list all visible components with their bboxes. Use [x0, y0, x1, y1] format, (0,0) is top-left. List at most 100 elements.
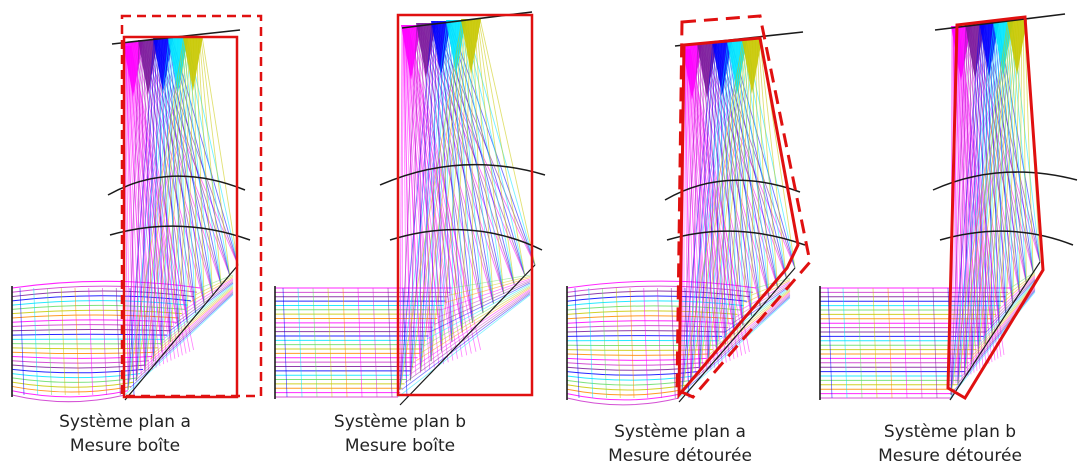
ray: [740, 281, 791, 311]
ray: [471, 18, 474, 323]
ray: [686, 48, 712, 370]
ray: [957, 29, 993, 363]
ray: [430, 282, 531, 332]
ray: [102, 287, 107, 396]
ray: [406, 28, 458, 359]
ray: [144, 37, 173, 371]
ray: [399, 24, 403, 391]
ray: [690, 40, 715, 383]
ray: [694, 293, 791, 377]
ray: [144, 35, 188, 371]
ray: [459, 19, 494, 304]
caption-system: Système plan a: [59, 412, 191, 432]
ray: [47, 287, 52, 396]
ray: [688, 48, 743, 356]
measure-outline-dashed: [675, 14, 812, 399]
ray: [685, 48, 700, 375]
ray: [955, 29, 978, 371]
fold-mirror: [124, 264, 239, 401]
ray: [33, 287, 39, 396]
ray: [129, 45, 180, 358]
measure-box: [396, 13, 534, 397]
ray: [399, 20, 433, 391]
measure-box-dashed: [120, 14, 263, 398]
ray: [124, 45, 135, 379]
ray: [174, 281, 234, 324]
ray: [152, 37, 174, 362]
ray: [724, 285, 791, 333]
caption-system: Système plan b: [883, 422, 1017, 442]
ray: [887, 287, 893, 399]
ray: [687, 48, 723, 365]
ray: [716, 40, 719, 354]
ray: [954, 29, 972, 375]
ray: [327, 287, 333, 398]
mirror-surface: [664, 179, 801, 201]
ray: [681, 38, 744, 393]
ray: [457, 19, 484, 314]
ray: [689, 295, 791, 384]
ray: [11, 360, 150, 364]
ray: [461, 18, 471, 333]
ray: [126, 45, 146, 373]
ray: [60, 287, 66, 396]
ray: [179, 280, 234, 317]
caption-measure: Mesure boîte: [344, 436, 456, 456]
ray: [11, 355, 152, 359]
ray: [992, 21, 1014, 303]
ray: [154, 286, 234, 353]
ray: [441, 19, 453, 352]
ray: [954, 29, 969, 377]
ray: [128, 45, 176, 359]
ray: [998, 275, 1036, 311]
ray: [416, 24, 515, 285]
ray: [716, 39, 734, 354]
ray: [949, 291, 1036, 399]
ray: [670, 287, 676, 399]
ray: [420, 18, 466, 371]
caption: Système plan b Mesure boîte: [300, 410, 500, 458]
ray: [1022, 19, 1027, 283]
ray: [297, 287, 303, 398]
ray: [201, 35, 239, 266]
ray: [407, 28, 468, 356]
ray: [842, 287, 848, 399]
ray: [149, 288, 234, 360]
ray: [412, 24, 484, 314]
ray: [994, 277, 1036, 318]
ray: [827, 287, 833, 399]
ray: [412, 289, 531, 369]
ray: [602, 287, 607, 399]
ray: [407, 28, 472, 354]
ray: [127, 45, 161, 366]
fan-triangle: [431, 21, 451, 76]
ray: [357, 287, 363, 398]
ray: [439, 20, 463, 333]
ray: [424, 22, 463, 333]
ray: [684, 48, 696, 377]
ray: [751, 38, 755, 316]
ray: [686, 44, 709, 364]
ray: [932, 287, 938, 399]
ray: [688, 48, 739, 358]
ray: [189, 277, 234, 303]
ray: [184, 278, 234, 310]
ray: [955, 29, 981, 370]
ray: [152, 35, 189, 362]
ray: [463, 19, 526, 275]
ray: [127, 45, 165, 365]
ray: [956, 29, 984, 368]
ray: [404, 24, 422, 371]
ray: [11, 324, 173, 328]
caption: Système plan a Mesure détourée: [575, 420, 785, 468]
ray: [698, 42, 702, 373]
ray: [955, 29, 975, 373]
ray: [973, 283, 1036, 355]
ray: [733, 38, 752, 335]
ray-trace-diagram: [819, 13, 1078, 401]
ray: [408, 28, 477, 352]
ray: [657, 287, 662, 399]
ray: [452, 274, 531, 289]
ray: [725, 38, 751, 345]
ray: [690, 38, 745, 383]
